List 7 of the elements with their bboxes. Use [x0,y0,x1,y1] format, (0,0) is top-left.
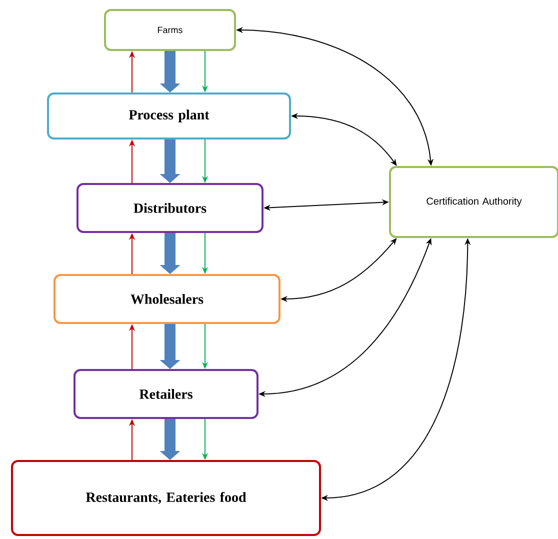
process-box: Distributors [76,183,264,233]
authority-box: Certification Authority [389,166,558,238]
process-box: Retailers [74,369,258,419]
process-box: Wholesalers [54,274,280,324]
process-box: Process plant [47,92,291,140]
process-box: Farms [104,9,236,51]
process-box: Restaurants, Eateries food [11,460,321,536]
